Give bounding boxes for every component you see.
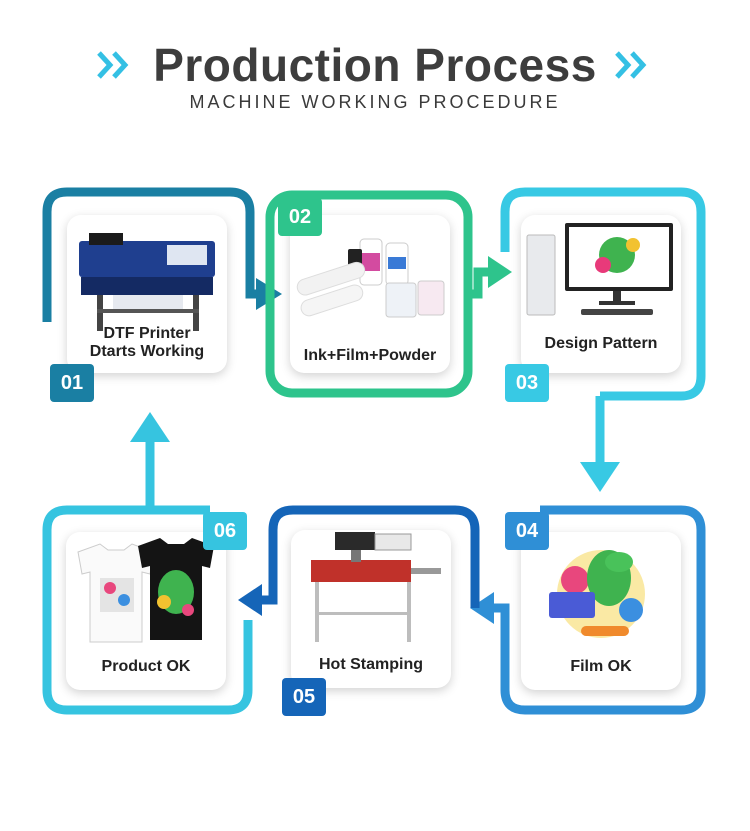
step-card-4: Film OK (521, 532, 681, 690)
step-5-badge: 05 (282, 678, 326, 716)
step-card-6: Product OK (66, 532, 226, 690)
step-4-badge: 04 (505, 512, 549, 550)
step-3-label: Design Pattern (544, 335, 658, 352)
step-1-label-line2: Dtarts Working (89, 343, 205, 360)
step-card-5: Hot Stamping (291, 530, 451, 688)
step-6-badge: 06 (203, 512, 247, 550)
arrow-2-to-3 (468, 267, 488, 299)
step-6-label: Product OK (101, 658, 191, 675)
step-3-badge: 03 (505, 364, 549, 402)
step-1-frame (42, 187, 255, 322)
heat-press-machine-image (311, 532, 441, 642)
step-4-frame (492, 505, 706, 715)
step-5-label: Hot Stamping (319, 656, 423, 673)
page-subtitle: MACHINE WORKING PROCEDURE (189, 92, 561, 112)
step-3-frame (500, 187, 706, 401)
arrow-2-to-3-head (488, 256, 512, 288)
step-2-label: Ink+Film+Powder (303, 347, 437, 364)
step-1-badge: 01 (50, 364, 94, 402)
ink-film-powder-image (296, 238, 445, 318)
step-1-label-line1: DTF Printer (103, 325, 191, 342)
computer-design-image (526, 223, 673, 316)
page-title: Production Process (153, 39, 597, 91)
step-card-1: DTF Printer Dtarts Working (67, 215, 227, 373)
step-card-2: Ink+Film+Powder (290, 215, 450, 373)
step-5-frame (258, 505, 480, 608)
step-card-3: Design Pattern (521, 215, 681, 373)
step-4-label: Film OK (570, 658, 632, 675)
arrow-4-to-5-head (470, 592, 494, 624)
header: Production Process MACHINE WORKING PROCE… (0, 0, 750, 120)
step-2-badge: 02 (278, 198, 322, 236)
printed-tshirts-image (77, 538, 214, 643)
double-chevron-right-icon (615, 51, 647, 79)
arrow-5-to-6-head (238, 584, 262, 616)
dtf-printer-image (79, 233, 215, 331)
arrow-6-to-1-head (130, 412, 170, 442)
double-chevron-right-icon (97, 51, 129, 79)
step-6-frame (42, 505, 253, 715)
arrow-1-to-2 (245, 268, 258, 299)
dinosaur-print-image (549, 550, 645, 638)
arrow-3-to-4-head (580, 462, 620, 492)
